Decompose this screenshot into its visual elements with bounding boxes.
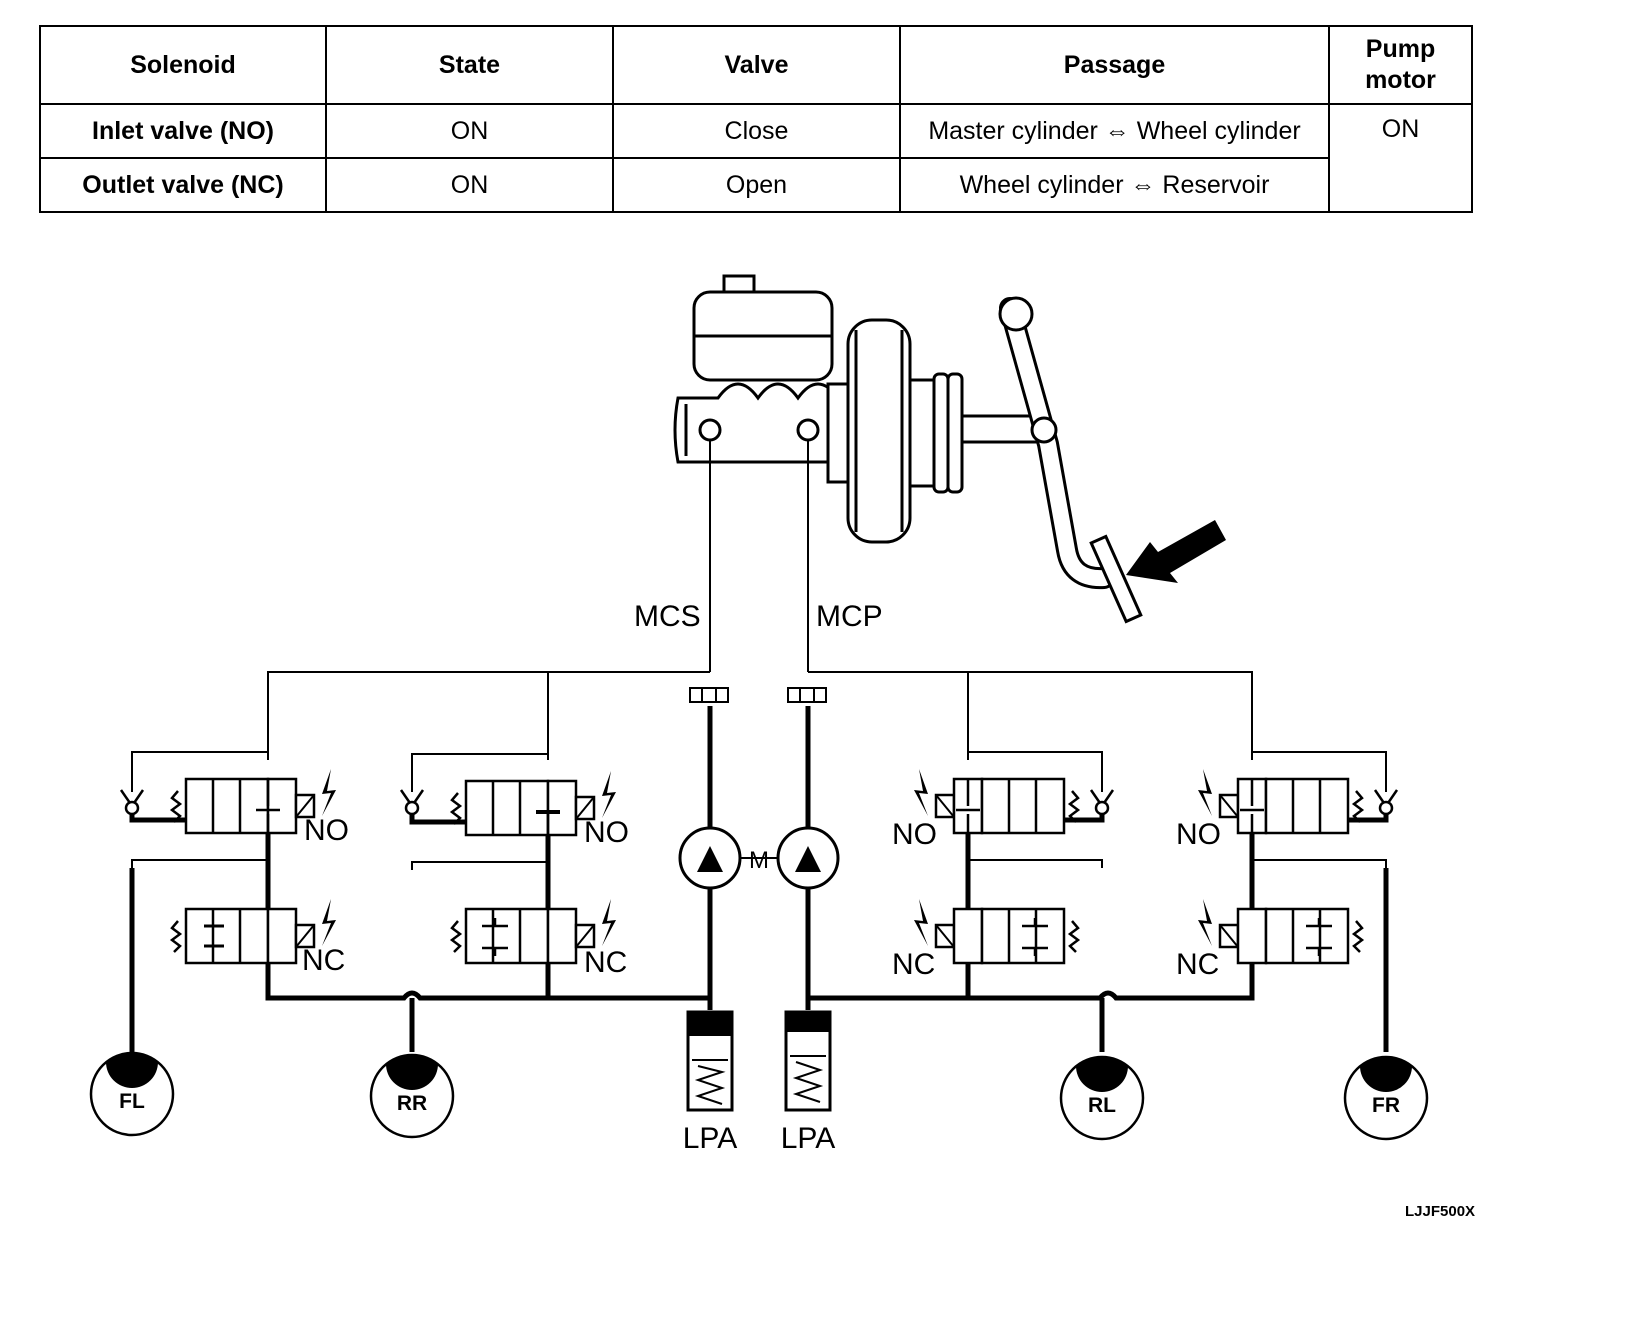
brake-pedal xyxy=(998,296,1226,624)
cell-solenoid: Inlet valve (NO) xyxy=(39,103,327,159)
inlet-valve-rr: NO xyxy=(450,769,629,849)
check-valve-rl xyxy=(1089,788,1115,816)
mcs-label: MCS xyxy=(634,600,701,633)
accumulator-right: LPA xyxy=(781,1010,835,1155)
inlet-valve-fr: NO xyxy=(1176,767,1364,851)
accumulator-left: LPA xyxy=(683,1010,737,1155)
check-valve-fr xyxy=(1373,788,1399,816)
pump-motor: M xyxy=(740,847,778,874)
cell-solenoid: Outlet valve (NC) xyxy=(39,157,327,213)
brake-booster xyxy=(826,318,1040,544)
cell-passage: Wheel cylinder ⇔ Reservoir xyxy=(899,157,1330,213)
mcp-line xyxy=(787,440,827,830)
inlet-valve-fl: NO xyxy=(170,767,349,847)
wheel-label: RR xyxy=(397,1092,427,1115)
check-valve-rr xyxy=(399,788,425,816)
header-passage: Passage xyxy=(899,25,1330,105)
pump-left xyxy=(678,826,742,890)
cell-passage: Master cylinder ⇔ Wheel cylinder xyxy=(899,103,1330,159)
figure-code: LJJF500X xyxy=(1405,1203,1476,1220)
outlet-valve-label: NC xyxy=(892,948,935,981)
check-valve-fl xyxy=(119,788,145,816)
cell-pump-motor: ON xyxy=(1328,103,1473,213)
outlet-valve-fr: NC xyxy=(1176,897,1364,981)
wheel-label: FR xyxy=(1372,1094,1400,1117)
cell-state: ON xyxy=(325,157,614,213)
table-row: Inlet valve (NO) ON Close Master cylinde… xyxy=(39,103,1473,213)
accumulator-label: LPA xyxy=(683,1122,737,1155)
outlet-valve-label: NC xyxy=(584,946,627,979)
pump-right xyxy=(776,826,840,890)
accumulator-label: LPA xyxy=(781,1122,835,1155)
motor-label: M xyxy=(749,847,769,874)
cell-state: ON xyxy=(325,103,614,159)
cell-valve: Open xyxy=(612,157,901,213)
wheel-rl: RL xyxy=(1059,1055,1145,1141)
cell-valve: Close xyxy=(612,103,901,159)
wheel-label: RL xyxy=(1088,1094,1116,1117)
outlet-valve-rr: NC xyxy=(450,897,627,979)
wheel-rr: RR xyxy=(369,1053,455,1139)
header-pump-motor: Pump motor xyxy=(1328,25,1473,105)
inlet-valve-rl: NO xyxy=(892,767,1080,851)
mcp-label: MCP xyxy=(816,600,883,633)
inlet-valve-label: NO xyxy=(584,816,629,849)
outlet-valve-fl: NC xyxy=(170,897,345,977)
outlet-valve-rl: NC xyxy=(892,897,1080,981)
outlet-valve-label: NC xyxy=(302,944,345,977)
outlet-valve-label: NC xyxy=(1176,948,1219,981)
solenoid-state-table: Solenoid State Valve Passage Pump motor … xyxy=(39,25,1473,213)
header-valve: Valve xyxy=(612,25,901,105)
wheel-fl: FL xyxy=(89,1051,175,1137)
header-state: State xyxy=(325,25,614,105)
wheel-label: FL xyxy=(119,1090,145,1113)
inlet-valve-label: NO xyxy=(1176,818,1221,851)
mcs-line xyxy=(689,440,729,830)
wheel-fr: FR xyxy=(1343,1055,1429,1141)
master-cylinder xyxy=(673,274,840,464)
inlet-valve-label: NO xyxy=(304,814,349,847)
inlet-valve-label: NO xyxy=(892,818,937,851)
distribution-lines xyxy=(131,671,1387,870)
table-row: Outlet valve (NC) ON Open Wheel cylinder… xyxy=(39,157,1472,213)
header-solenoid: Solenoid xyxy=(39,25,327,105)
